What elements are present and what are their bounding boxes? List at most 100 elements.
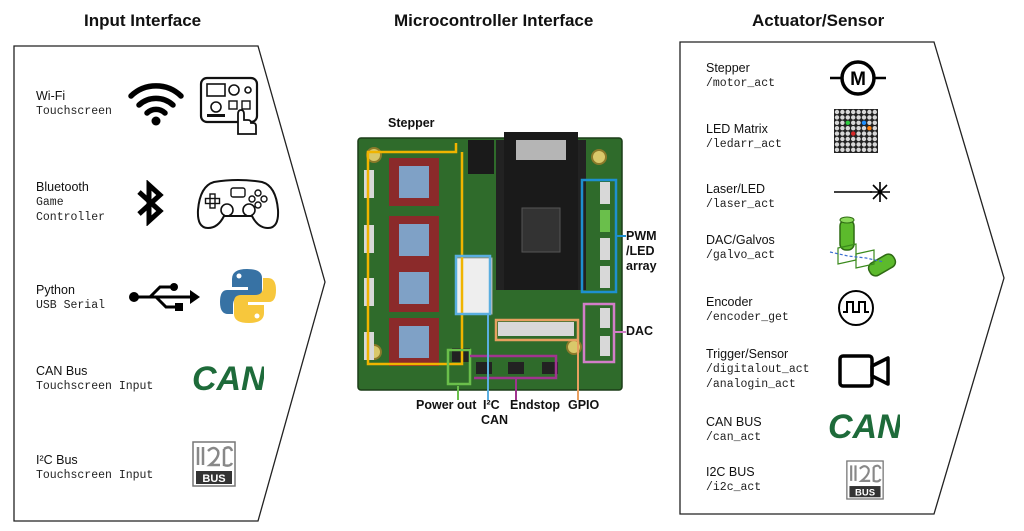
input-row-can-bus: CAN Bus Touchscreen Input [36,364,153,394]
wifi-icon [128,83,184,126]
input-sub: USB Serial [36,299,106,312]
led-dot [856,115,861,120]
led-dot [872,126,877,131]
bluetooth-icon [137,180,164,226]
led-dot [856,131,861,136]
usb-icon [129,283,200,311]
input-label: Wi-Fi [36,89,66,103]
led-dot [872,142,877,147]
endstop-label: Endstop [510,398,560,412]
actuator-sub: /laser_act [706,198,776,211]
input-label: CAN Bus [36,364,88,378]
led-dot [845,147,850,152]
actuator-sub: /galvo_act [706,249,776,262]
led-dot [834,109,840,115]
led-dot [851,131,856,136]
input-row-python: Python USB Serial [36,283,105,313]
led-dot [872,131,877,136]
led-dot [845,126,850,131]
actuator-sub: /ledarr_act [706,138,782,151]
actuator-label: Encoder [706,295,753,309]
led-dot [845,109,850,115]
actuator-label: I2C BUS [706,465,755,479]
led-dot [851,136,856,142]
led-dot [834,131,840,136]
actuator-label: CAN BUS [706,415,762,429]
actuator-row-led-matrix: LED Matrix /ledarr_act [706,122,782,152]
actuator-sub: /digitalout_act [706,363,810,376]
led-dot [856,109,861,115]
led-dot [840,126,845,131]
led-dot [834,136,840,142]
dac-label: DAC [626,324,654,338]
bus-logo-text: BUS [855,488,875,499]
input-row-wifi: Wi-Fi Touchscreen [36,89,112,119]
led-dot [845,120,850,125]
actuator-row-can-bus: CAN BUS /can_act [706,415,762,445]
laser-icon [834,182,890,202]
led-dot [861,147,867,152]
python-logo-icon [220,269,276,323]
actuator-label: Trigger/Sensor [706,347,789,361]
actuator-row-trigger-sensor: Trigger/Sensor /digitalout_act /analogin… [706,347,810,392]
led-dot [834,126,840,131]
led-matrix-icon [834,109,878,153]
actuator-sub: /motor_act [706,77,776,90]
microcontroller-board [357,132,626,400]
pwm-label-line3: array [626,259,657,273]
led-dot [834,147,840,152]
led-dot [851,115,856,120]
actuator-sub: /i2c_act [706,481,762,494]
actuator-sensor-title: Actuator/Sensor [752,11,885,30]
led-dot [840,147,845,152]
motor-letter: M [850,69,866,90]
led-dot [840,120,845,125]
led-dot [867,109,872,115]
input-label: Python [36,283,75,297]
gpio-label: GPIO [568,398,600,412]
actuator-sub2: /analogin_act [706,378,796,391]
input-sub2: Controller [36,211,106,224]
led-dot [840,109,845,115]
actuator-row-i2c-bus: I2C BUS /i2c_act [706,465,761,495]
actuator-label: Laser/LED [706,182,766,196]
input-label: Bluetooth [36,180,89,194]
led-dot [872,136,877,142]
input-interface-title: Input Interface [84,11,202,30]
i2c-bus-logo-icon: BUS [192,441,236,487]
led-dot [851,120,856,125]
led-dot [851,142,856,147]
can-label: CAN [481,413,509,427]
led-dot [840,131,845,136]
led-dot [851,147,856,152]
actuator-row-stepper: Stepper /motor_act [706,61,775,91]
input-row-bluetooth: Bluetooth Game Controller [36,180,105,225]
touchscreen-panel-icon [199,76,259,135]
actuator-label: LED Matrix [706,122,768,136]
motor-icon: M [830,60,886,96]
stepper-outline [366,143,464,366]
microcontroller-interface-title: Microcontroller Interface [394,11,594,30]
led-dot [861,136,867,142]
actuator-row-encoder: Encoder /encoder_get [706,295,789,325]
led-dot [861,131,867,136]
actuator-sub: /encoder_get [706,311,789,324]
led-dot [845,136,850,142]
power-out-label: Power out [416,398,477,412]
input-sub: Touchscreen Input [36,380,154,393]
led-dot [840,115,845,120]
led-dot [851,109,856,115]
i2c-bus-logo-icon: BUS [846,460,884,500]
can-logo-text: CAN [828,408,900,442]
led-dot [834,120,840,125]
pwm-label-line1: PWM [626,229,657,243]
led-dot [834,142,840,147]
led-dot [872,109,877,115]
input-sub: Touchscreen Input [36,469,154,482]
led-dot [867,115,872,120]
led-dot [845,131,850,136]
led-dot [872,120,877,125]
led-dot [867,147,872,152]
power-out-outline [446,348,472,386]
